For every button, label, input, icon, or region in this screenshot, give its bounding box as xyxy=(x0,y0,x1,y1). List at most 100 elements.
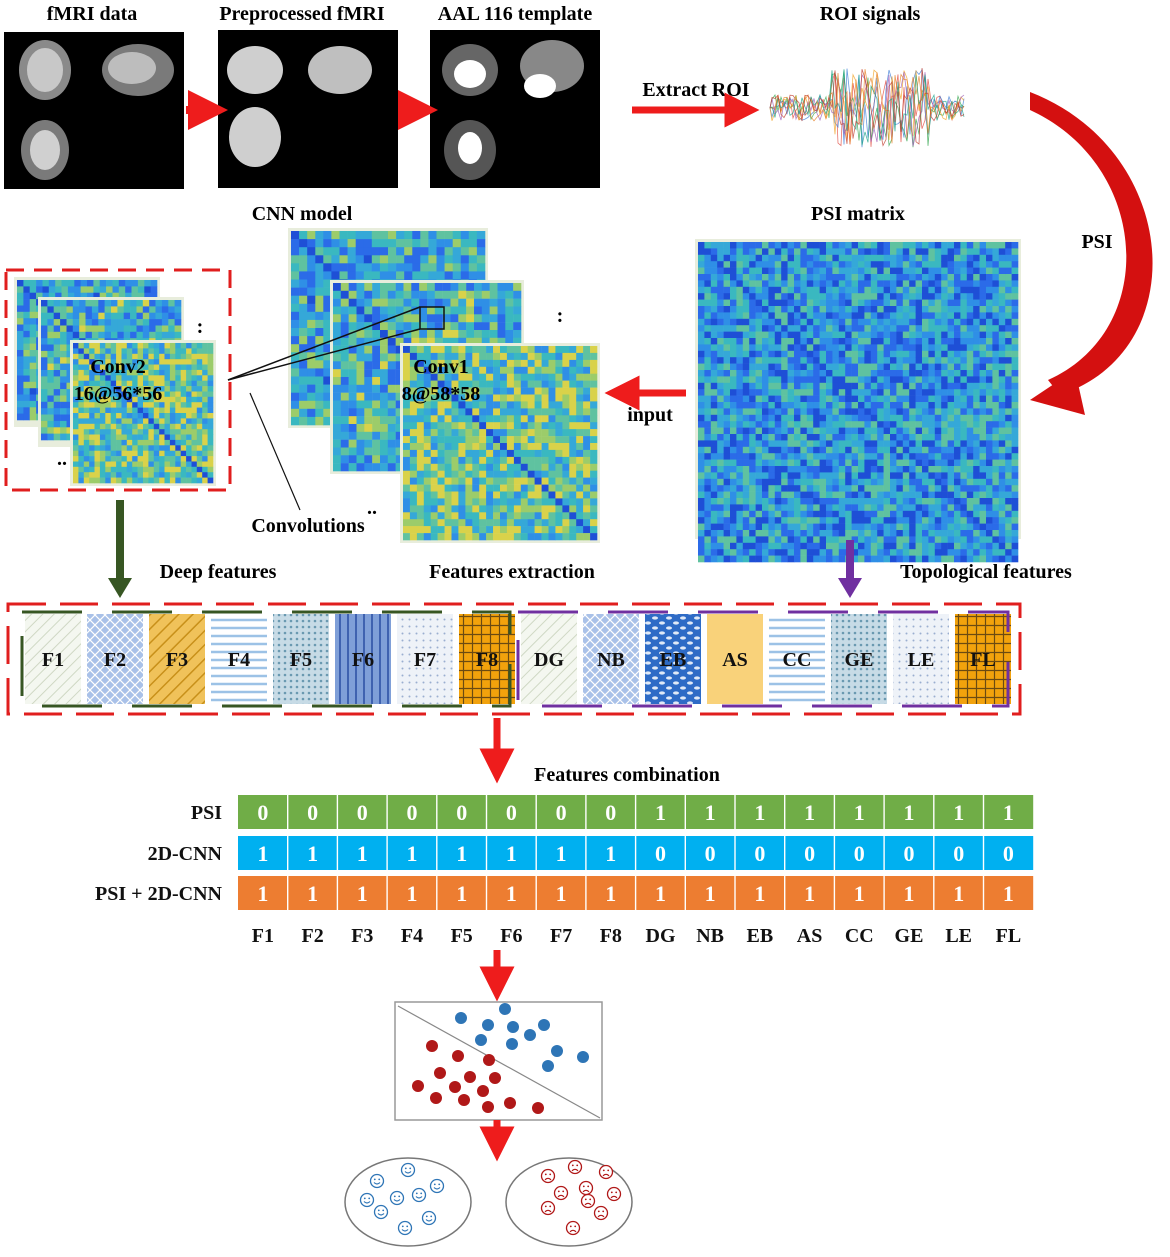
table-cell: 0 xyxy=(904,841,915,866)
class-point-red xyxy=(430,1092,442,1104)
conv2-feature-maps xyxy=(14,277,216,486)
table-cell: 1 xyxy=(407,841,418,866)
deep-features-bracket xyxy=(20,610,512,708)
table-cell: 0 xyxy=(854,841,865,866)
table-column-header: F6 xyxy=(500,925,522,947)
deep-feature-label-f7: F7 xyxy=(414,649,436,671)
table-cell: 1 xyxy=(904,800,915,825)
group-face-icons xyxy=(359,1159,622,1236)
table-row-label: PSI xyxy=(191,802,222,824)
features-extraction-label: Features extraction xyxy=(429,561,595,583)
conv1-dims: 8@58*58 xyxy=(402,383,481,405)
table-cell: 0 xyxy=(754,841,765,866)
deep-feature-label-f2: F2 xyxy=(104,649,126,671)
table-cell: 1 xyxy=(556,881,567,906)
deep-features-label: Deep features xyxy=(160,561,277,583)
table-column-header: FL xyxy=(996,925,1022,947)
table-cell: 1 xyxy=(307,881,318,906)
conv1-horizontal-ellipsis: .. xyxy=(367,497,377,519)
class-point-blue xyxy=(507,1021,519,1033)
table-cell: 1 xyxy=(754,800,765,825)
smiley-icon xyxy=(389,1190,405,1206)
input-label: input xyxy=(627,404,673,426)
topological-feature-label-fl: FL xyxy=(970,649,996,671)
class-point-red xyxy=(458,1094,470,1106)
class-point-red xyxy=(426,1040,438,1052)
class-point-blue xyxy=(524,1029,536,1041)
table-column-header: NB xyxy=(696,925,724,947)
class-point-red xyxy=(464,1071,476,1083)
table-cell: 1 xyxy=(804,800,815,825)
table-cell: 1 xyxy=(357,881,368,906)
topological-feature-label-as: AS xyxy=(722,649,748,671)
frown-icon xyxy=(567,1159,583,1175)
class-point-red xyxy=(532,1102,544,1114)
class-point-blue xyxy=(551,1045,563,1057)
table-column-header: F1 xyxy=(252,925,274,947)
table-column-header: F4 xyxy=(401,925,423,947)
frown-icon xyxy=(540,1168,556,1184)
table-cell: 1 xyxy=(605,881,616,906)
table-cell: 0 xyxy=(705,841,716,866)
table-cell: 0 xyxy=(357,800,368,825)
classifier-points xyxy=(412,1003,589,1114)
smiley-icon xyxy=(359,1192,375,1208)
convolutions-pointer xyxy=(249,392,301,511)
table-cell: 1 xyxy=(754,881,765,906)
table-cell: 0 xyxy=(804,841,815,866)
table-column-header: AS xyxy=(797,925,823,947)
conv2-name: Conv2 xyxy=(90,356,146,378)
class-point-blue xyxy=(538,1019,550,1031)
table-cell: 0 xyxy=(1003,841,1014,866)
topological-feature-label-ge: GE xyxy=(845,649,874,671)
table-cell: 1 xyxy=(456,881,467,906)
table-cell: 1 xyxy=(1003,800,1014,825)
conv2-dims: 16@56*56 xyxy=(74,383,163,405)
convolution-line-bottom xyxy=(227,328,421,381)
psi-matrix-heatmap xyxy=(695,239,1021,563)
smiley-icon xyxy=(400,1162,416,1178)
table-cell: 1 xyxy=(854,800,865,825)
table-cell: 0 xyxy=(456,800,467,825)
extract-roi-label: Extract ROI xyxy=(642,79,749,101)
frown-icon xyxy=(565,1220,581,1236)
aal-template-title: AAL 116 template xyxy=(438,3,593,25)
table-cell: 0 xyxy=(655,841,666,866)
class-point-blue xyxy=(499,1003,511,1015)
table-cell: 1 xyxy=(705,881,716,906)
topological-feature-label-cc: CC xyxy=(783,649,812,671)
smiley-icon xyxy=(397,1220,413,1236)
roi-signal-trace xyxy=(769,68,965,147)
table-cell: 0 xyxy=(605,800,616,825)
frown-icon xyxy=(578,1180,594,1196)
class-point-red xyxy=(482,1101,494,1113)
class-point-red xyxy=(434,1067,446,1079)
class-point-red xyxy=(489,1072,501,1084)
table-cell: 1 xyxy=(655,800,666,825)
class-point-blue xyxy=(506,1038,518,1050)
roi-signal-trace xyxy=(769,69,965,146)
table-cell: 1 xyxy=(705,800,716,825)
table-row-label: 2D-CNN xyxy=(148,843,223,865)
class-point-blue xyxy=(542,1060,554,1072)
preprocessed-brain-images xyxy=(227,46,372,167)
deep-feature-label-f8: F8 xyxy=(476,649,498,671)
psi-matrix-title: PSI matrix xyxy=(811,203,905,225)
table-column-header: F5 xyxy=(451,925,473,947)
topological-features-bracket xyxy=(516,610,1010,708)
fmri-data-title: fMRI data xyxy=(47,3,138,25)
cnn-model-title: CNN model xyxy=(252,203,353,225)
deep-feature-label-f3: F3 xyxy=(166,649,188,671)
features-combination-label: Features combination xyxy=(534,764,720,786)
topological-feature-label-eb: EB xyxy=(660,649,687,671)
convolutions-label: Convolutions xyxy=(251,515,365,537)
topological-feature-label-dg: DG xyxy=(534,649,564,671)
roi-signal-trace xyxy=(769,69,965,141)
topological-feature-cell-as xyxy=(707,614,763,704)
table-cell: 1 xyxy=(257,881,268,906)
topological-feature-label-le: LE xyxy=(908,649,935,671)
fmri-brain-images xyxy=(19,40,174,180)
psi-arrow-label: PSI xyxy=(1081,231,1112,253)
